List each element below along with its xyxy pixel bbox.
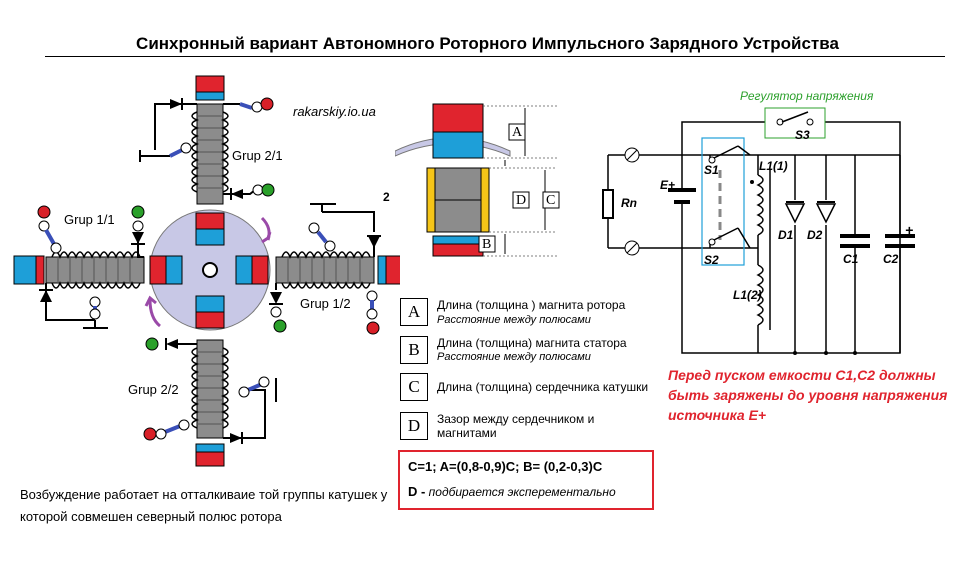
coil-bottom [191, 339, 229, 467]
legend-c-main: Длина (толщина) сердечника катушки [437, 380, 649, 394]
label-grup-2-1: Grup 2/1 [232, 148, 283, 163]
label-l1-1: L1(1) [759, 159, 788, 173]
diode-top [170, 99, 182, 109]
diode-d1 [784, 203, 806, 224]
legend-box-d: D [400, 412, 428, 440]
coil-l1-2 [756, 264, 764, 326]
label-d2: D2 [807, 228, 823, 242]
regulator-box [764, 107, 826, 139]
charge-circuit [602, 107, 915, 355]
switch-box [701, 137, 745, 266]
title-underline [45, 56, 945, 57]
excitation-note: Возбуждение работает на отталкиваие той … [20, 487, 388, 524]
legend-box-a: A [400, 298, 428, 326]
label-plus: + [905, 222, 914, 238]
resistor-rn [602, 189, 614, 219]
label-s1: S1 [704, 163, 719, 177]
diode-d2 [815, 203, 837, 224]
dim-a: A [512, 125, 523, 140]
coil-left [13, 251, 145, 289]
rotor-stator-diagram [13, 75, 400, 467]
legend-b-sub: Расстояние между полюсами [437, 351, 591, 363]
legend-box-c: C [400, 373, 428, 401]
label-l1-2: L1(2) [733, 288, 762, 302]
label-grup-2-2: Grup 2/2 [128, 382, 179, 397]
label-s2: S2 [704, 253, 719, 267]
label-c2: C2 [883, 252, 899, 266]
dim-d: D [516, 193, 527, 208]
label-c1: C1 [843, 252, 859, 266]
formula-line1: C=1; A=(0,8-0,9)C; B= (0,2-0,3)C [408, 459, 603, 474]
label-d1: D1 [778, 228, 794, 242]
label-grup-1-1: Grup 1/1 [64, 212, 115, 227]
formula-d-label: D - [408, 484, 426, 499]
formula-line2: подбирается эксперементально [425, 485, 616, 499]
dimension-detail [395, 103, 560, 257]
label-e-plus: E+ [660, 178, 676, 192]
coil-l1-1 [756, 174, 764, 236]
legend-a-main: Длина (толщина ) магнита ротора [437, 298, 626, 312]
switch-contact [251, 101, 263, 113]
label-grup-1-2: Grup 1/2 [300, 296, 351, 311]
label-s3: S3 [795, 128, 810, 142]
rotor-magnets [149, 212, 269, 329]
coil-top [191, 75, 229, 205]
legend-box-b: B [400, 336, 428, 364]
label-rn: Rn [621, 196, 637, 210]
coil-right [275, 251, 400, 289]
legend-d-main: Зазор между сердечником и магнитами [437, 412, 595, 440]
dim-c: C [546, 193, 556, 208]
site-label: rakarskiy.io.ua [293, 104, 376, 119]
regulator-label: Регулятор напряжения [740, 89, 874, 103]
legend-b-main: Длина (толщина) магнита статора [437, 336, 627, 350]
warning-text: Перед пуском емкости С1,С2 должны быть з… [668, 367, 948, 423]
formula-box: C=1; A=(0,8-0,9)C; B= (0,2-0,3)C D - под… [398, 450, 654, 510]
stator-mark: 2 [383, 190, 390, 204]
rotor-axle [202, 262, 218, 278]
page-title: Синхронный вариант Автономного Роторного… [136, 34, 839, 53]
legend-a-sub: Расстояние между полюсами [437, 314, 591, 326]
dim-b: B [482, 237, 492, 252]
